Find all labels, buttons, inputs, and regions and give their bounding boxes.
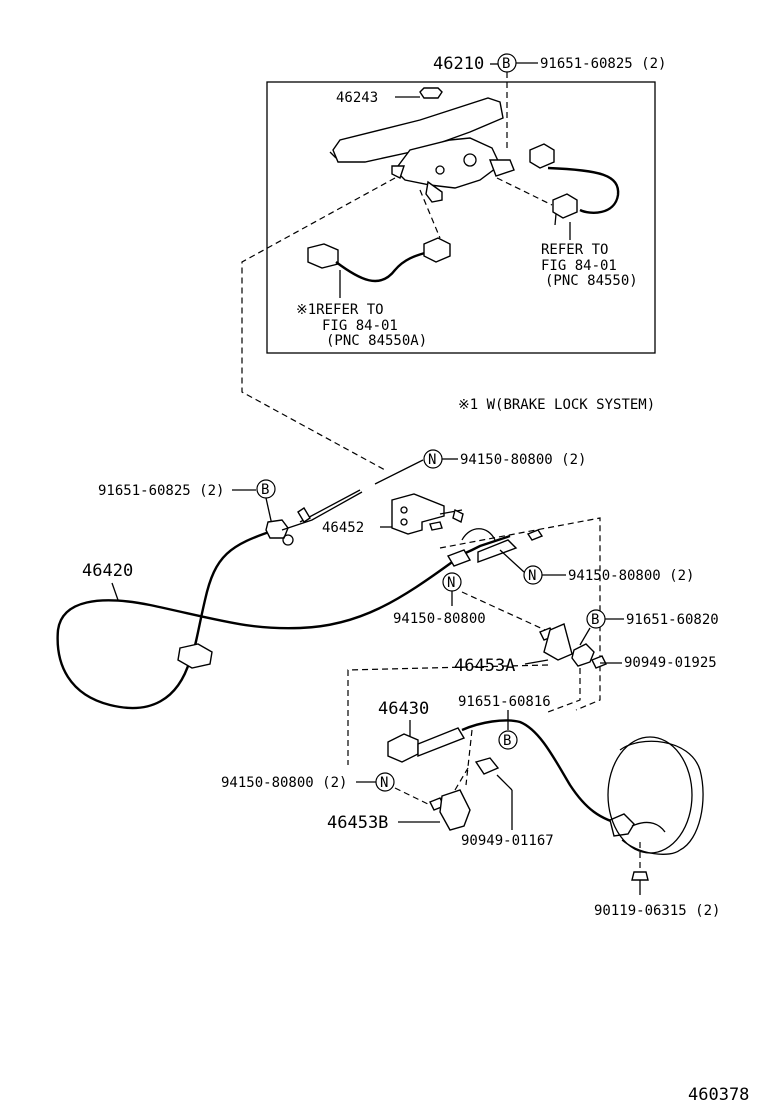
bolt-left-callout: 91651-60825 (2) B	[98, 479, 276, 526]
brake-drum	[607, 736, 704, 855]
svg-text:B: B	[261, 482, 269, 498]
knob-part	[419, 87, 443, 99]
nut-right-callout: N 94150-80800 (2)	[499, 549, 694, 585]
switch-right	[529, 143, 555, 169]
ref-left-line1: ※1REFER TO	[296, 302, 384, 318]
cable-spring	[477, 539, 518, 564]
nut-right-part: 94150-80800 (2)	[568, 568, 694, 584]
brake-lock-note: ※1 W(BRAKE LOCK SYSTEM)	[458, 397, 655, 413]
svg-text:B: B	[502, 56, 510, 72]
front-cable: 46420	[56, 489, 456, 710]
svg-text:B: B	[591, 612, 599, 628]
clip-lower-callout: 90949-01167	[461, 774, 554, 849]
bracket-46452-part: 46452	[322, 520, 364, 536]
ref-right-line3: (PNC 84550)	[545, 273, 638, 289]
front-cable-part: 46420	[82, 561, 133, 581]
svg-text:N: N	[447, 575, 455, 591]
bolt-rear-callout: 91651-60816 B	[458, 694, 551, 786]
clip-lower-part: 90949-01167	[461, 833, 554, 849]
ref-left-line3: (PNC 84550A)	[326, 333, 427, 349]
cable-end-mid	[446, 549, 472, 567]
ref-left-line2: FIG 84-01	[322, 318, 398, 334]
nut-lower-callout: 94150-80800 (2) N	[221, 772, 431, 806]
front-cable-loop	[56, 559, 456, 710]
assembly-frame	[266, 81, 656, 354]
nut-mid-part: 94150-80800	[393, 611, 486, 627]
lever-part-number: 46210	[433, 54, 484, 74]
drum-screw-part: 90119-06315 (2)	[594, 903, 720, 919]
nut-top-callout: N 94150-80800 (2)	[374, 449, 586, 485]
bracket-46453a: 46453A 90949-01925	[454, 623, 717, 676]
svg-text:N: N	[380, 775, 388, 791]
knob-part-number: 46243	[336, 90, 378, 106]
svg-text:N: N	[528, 568, 536, 584]
ref-right-line2: FIG 84-01	[541, 258, 617, 274]
guide-lever-to-cable	[241, 177, 396, 471]
rear-cable: 46430	[378, 699, 666, 837]
nut-lower-part: 94150-80800 (2)	[221, 775, 347, 791]
connector-right	[552, 193, 578, 219]
bolt-rear-part: 91651-60816	[458, 694, 551, 710]
bolt-left-part: 91651-60825 (2)	[98, 483, 224, 499]
brake-lever	[332, 97, 504, 163]
lever-assembly-box: 46210 B 91651-60825 (2) 46243 REFER TO F…	[266, 53, 666, 354]
bracket-46453b: 46453B	[327, 757, 500, 833]
connector-left	[307, 243, 339, 269]
diagram-id: 460378	[688, 1085, 749, 1105]
svg-text:N: N	[428, 452, 436, 468]
clip-mid-part: 90949-01925	[624, 655, 717, 671]
cable-grommet	[177, 643, 213, 669]
nut-top-part: 94150-80800 (2)	[460, 452, 586, 468]
lever-bolt-part: 91651-60825 (2)	[540, 56, 666, 72]
drum-screw-callout: 90119-06315 (2)	[594, 842, 720, 919]
switch-left	[423, 237, 451, 263]
rear-cable-part: 46430	[378, 699, 429, 719]
nut-mid-callout: N 94150-80800	[393, 572, 546, 631]
bolt-mid-part: 91651-60820	[626, 612, 719, 628]
svg-text:B: B	[503, 733, 511, 749]
bracket-46453b-part: 46453B	[327, 813, 388, 833]
ref-right-line1: REFER TO	[541, 242, 608, 258]
bolt-mid-callout: B 91651-60820	[579, 609, 719, 646]
rear-cable-line	[461, 719, 626, 827]
bracket-46452: 46452	[322, 493, 464, 536]
